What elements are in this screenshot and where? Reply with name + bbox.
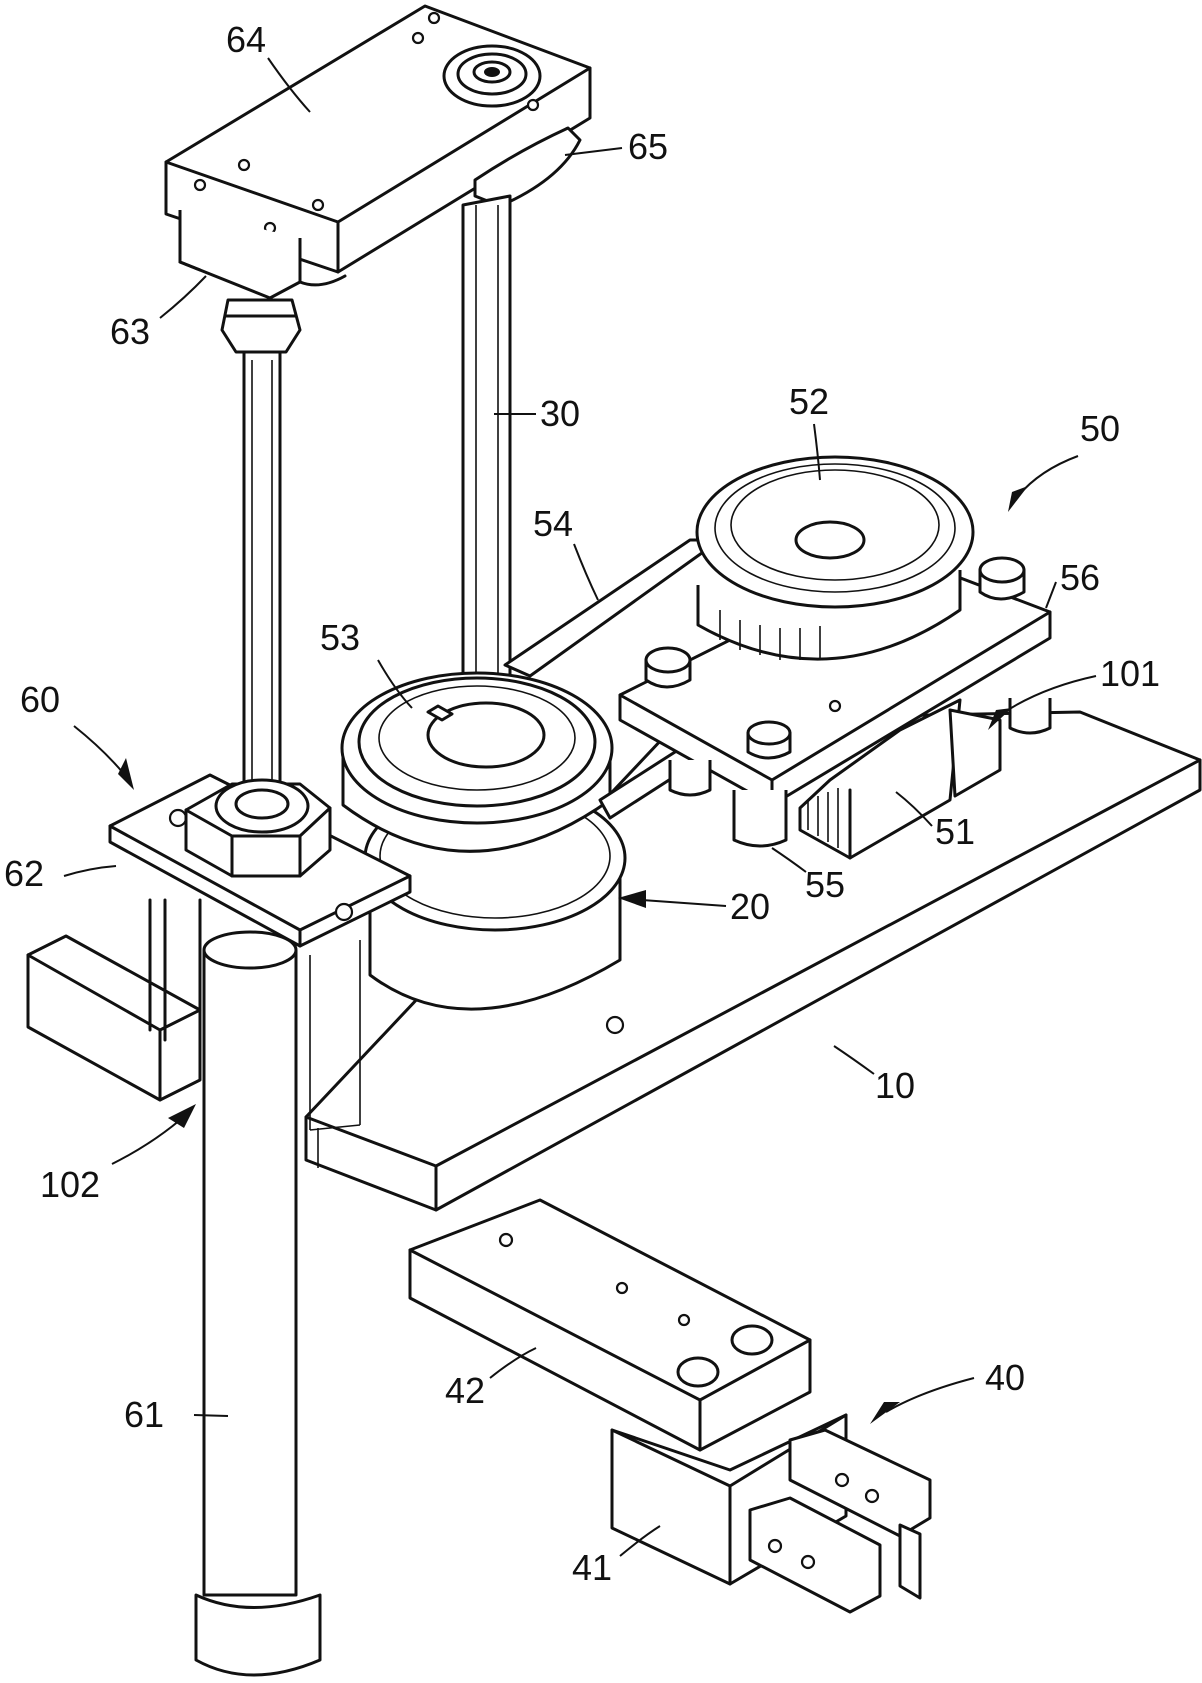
bearing-block [298, 126, 582, 287]
top-connecting-plate [164, 4, 592, 282]
lift-cylinder [194, 930, 361, 1677]
label-55: 55 [805, 864, 845, 905]
label-30: 30 [540, 393, 580, 434]
label-60: 60 [20, 679, 60, 720]
driven-pulley [340, 671, 614, 853]
label-64: 64 [226, 19, 266, 60]
slider-block [178, 210, 302, 354]
vertical-shaft [461, 194, 512, 750]
lift-bracket [108, 773, 412, 948]
label-102: 102 [40, 1164, 100, 1205]
motor [798, 698, 1002, 860]
label-41: 41 [572, 1547, 612, 1588]
guide-rod [242, 350, 282, 792]
label-52: 52 [789, 381, 829, 422]
label-10: 10 [875, 1065, 915, 1106]
label-42: 42 [445, 1370, 485, 1411]
support-posts [668, 698, 1052, 848]
label-65: 65 [628, 126, 668, 167]
gripper [610, 1413, 932, 1614]
gripper-mount-block [408, 1198, 812, 1452]
label-61: 61 [124, 1394, 164, 1435]
label-101: 101 [1100, 653, 1160, 694]
side-mount-block [26, 898, 202, 1102]
callouts: 64 65 63 30 52 50 54 56 53 101 60 62 51 … [4, 19, 1160, 1588]
label-63: 63 [110, 311, 150, 352]
label-62: 62 [4, 853, 44, 894]
label-54: 54 [533, 503, 573, 544]
label-50: 50 [1080, 408, 1120, 449]
drive-pulley [695, 455, 975, 661]
label-56: 56 [1060, 557, 1100, 598]
label-53: 53 [320, 617, 360, 658]
label-20: 20 [730, 886, 770, 927]
label-40: 40 [985, 1357, 1025, 1398]
label-51: 51 [935, 811, 975, 852]
